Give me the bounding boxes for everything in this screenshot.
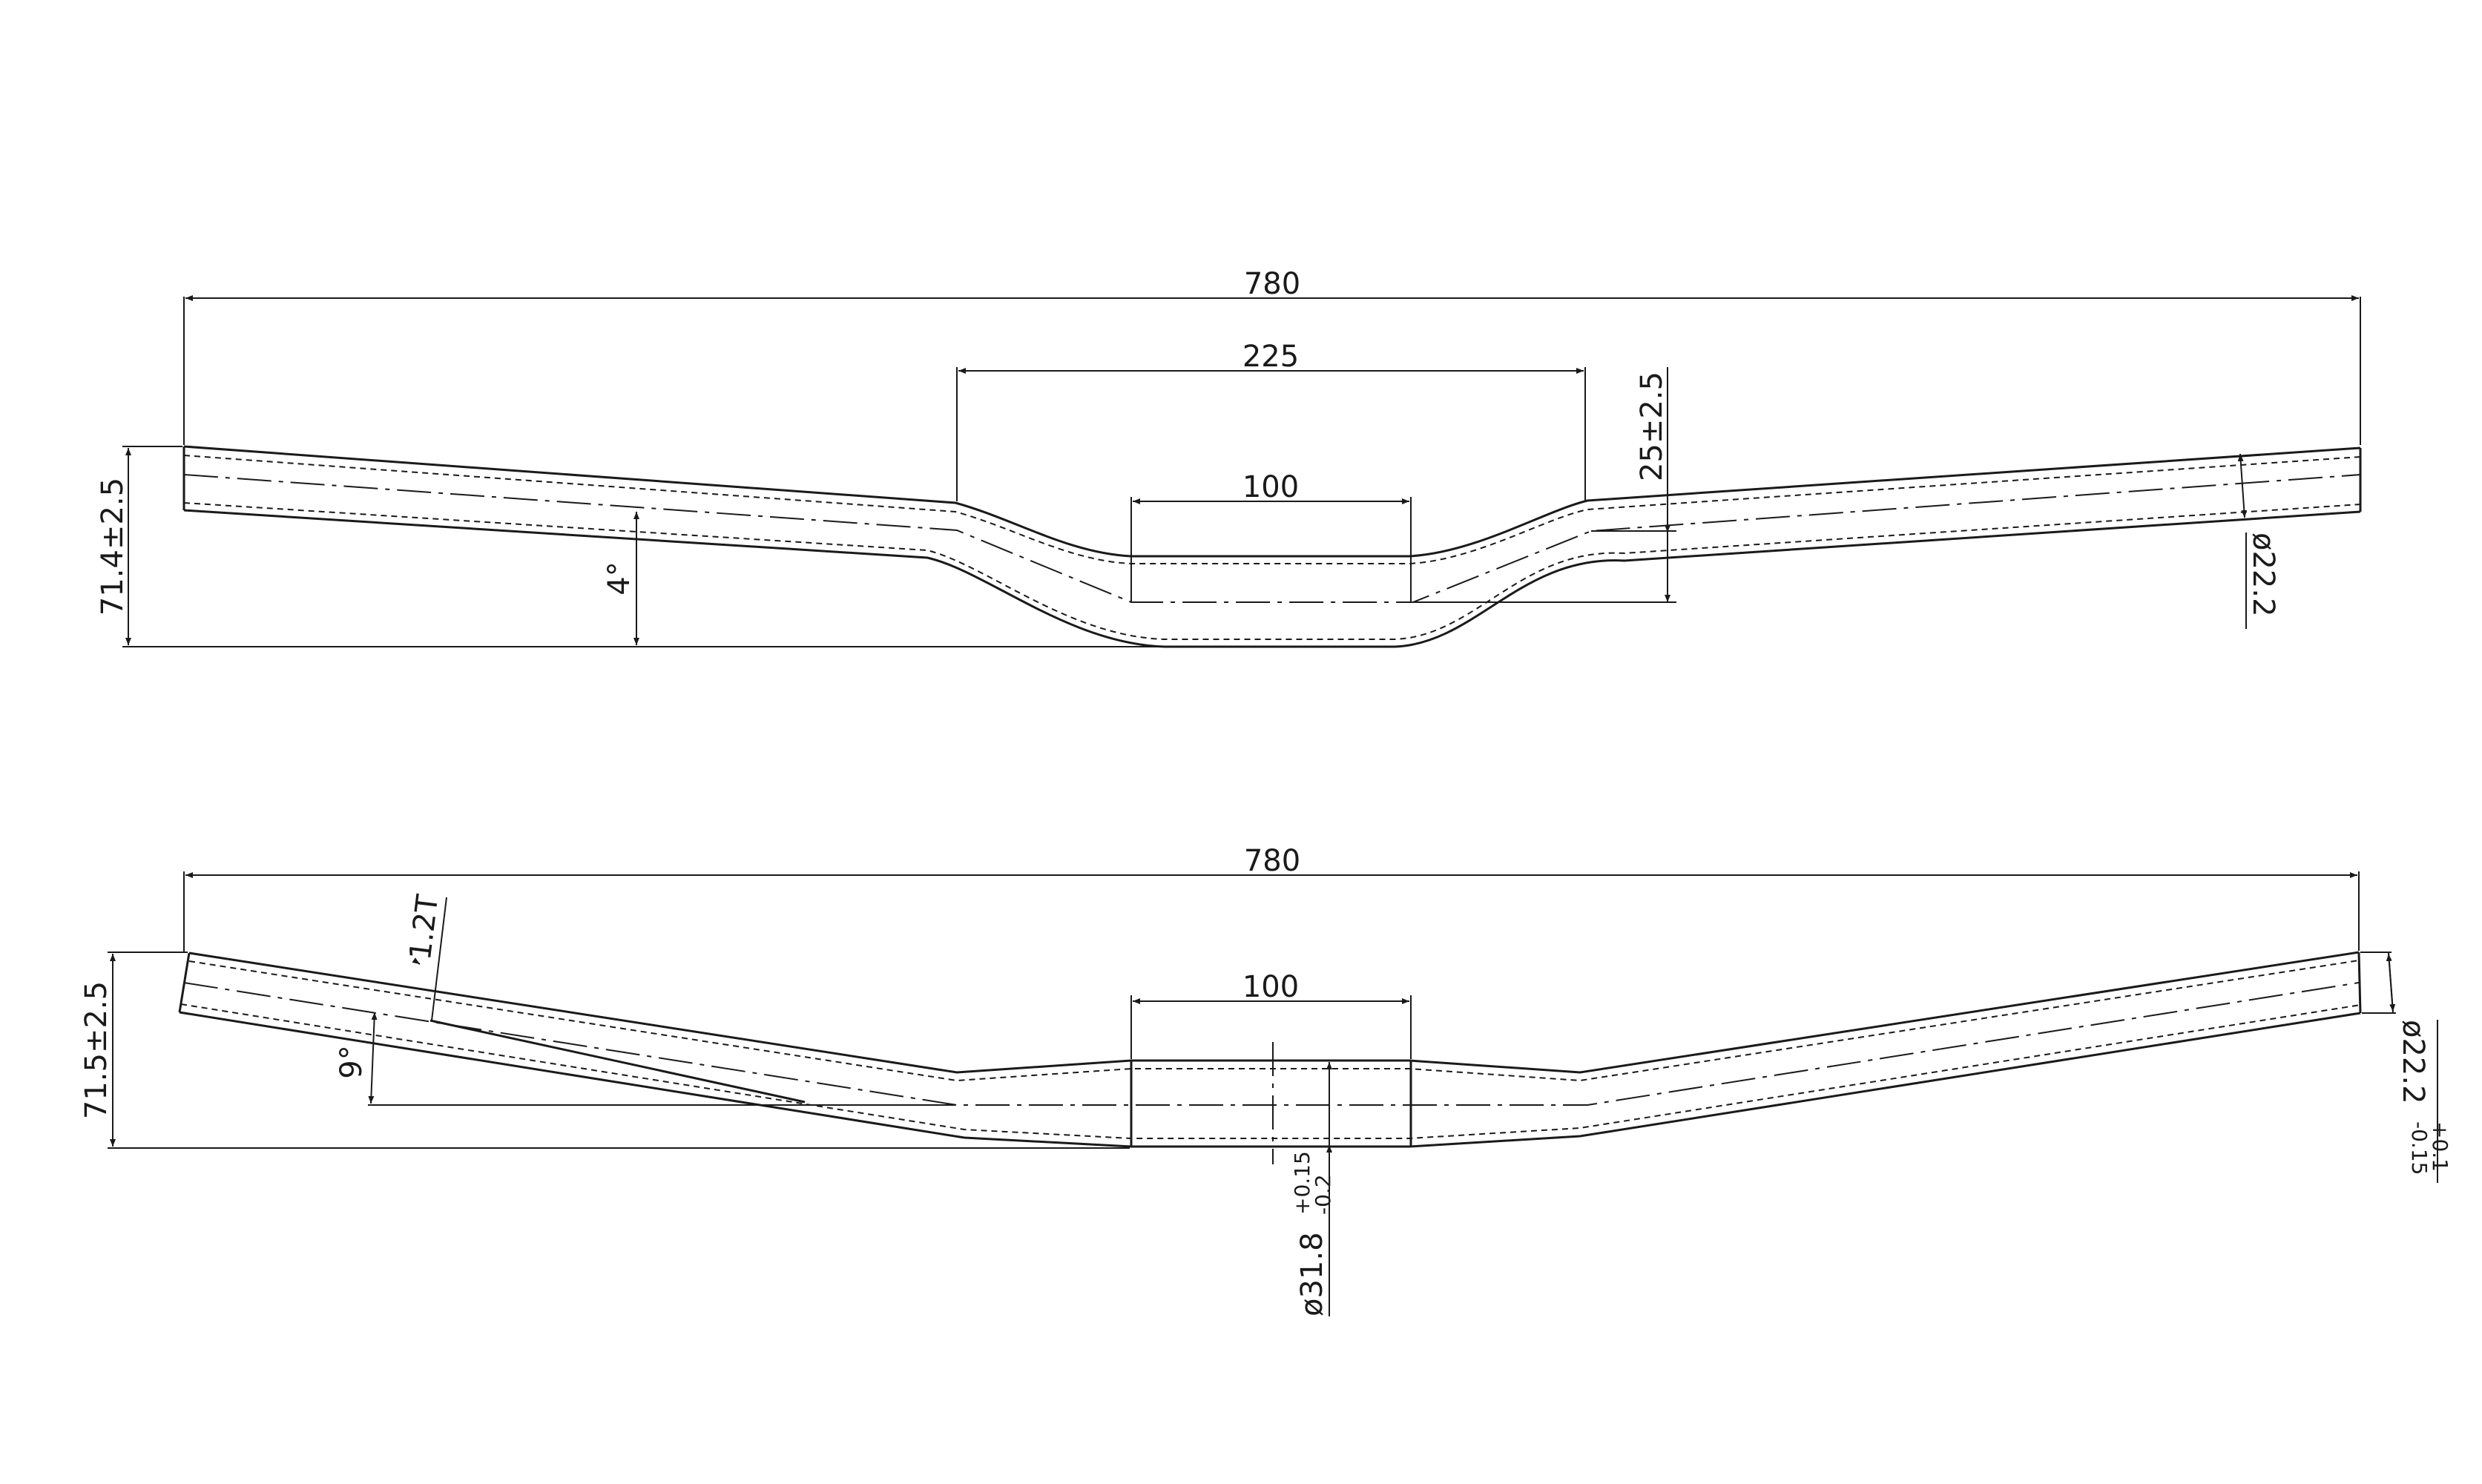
bottom-clamp-tol-upper: +0.15 bbox=[1290, 1151, 1314, 1215]
bottom-end-tol-lower: -0.15 bbox=[2407, 1121, 2432, 1175]
bottom-angle-dim: 9° bbox=[335, 1012, 955, 1106]
top-rise-dim: 25±2.5 bbox=[1413, 367, 1676, 603]
bottom-overall-width-label: 780 bbox=[1244, 844, 1300, 878]
top-overall-width-label: 780 bbox=[1244, 267, 1300, 301]
bottom-thickness-dim: 1.2T bbox=[404, 892, 447, 1021]
top-bar-outline bbox=[182, 445, 2362, 648]
top-height-label: 71.4±2.5 bbox=[96, 478, 130, 616]
top-angle-dim: 4° bbox=[602, 512, 639, 645]
top-overall-dim: 780 bbox=[183, 267, 2361, 445]
bottom-height-dim: 71.5±2.5 bbox=[79, 952, 1130, 1149]
bottom-end-diameter-dim: ø22.2 +0.1 -0.15 bbox=[2360, 952, 2452, 1183]
bottom-angle-label: 9° bbox=[335, 1045, 369, 1078]
bottom-view: 780 100 1.2T 71.5±2.5 9° bbox=[79, 844, 2452, 1316]
top-rise-span-dim: 225 bbox=[956, 340, 1586, 501]
bottom-height-label: 71.5±2.5 bbox=[79, 981, 113, 1119]
bottom-bar-outline bbox=[178, 951, 2362, 1148]
top-clamp-width-label: 100 bbox=[1242, 470, 1299, 504]
bottom-clamp-diameter-dim: ø31.8 +0.15 -0.2 bbox=[1290, 1062, 1335, 1316]
top-centerline bbox=[183, 474, 2361, 603]
bottom-thickness-label: 1.2T bbox=[404, 892, 445, 962]
bottom-overall-dim: 780 bbox=[183, 844, 2360, 952]
top-view: 780 225 100 25±2.5 71 bbox=[96, 267, 2362, 648]
top-height-dim: 71.4±2.5 bbox=[96, 446, 1165, 647]
top-rise-label: 25±2.5 bbox=[1635, 372, 1669, 481]
bottom-clamp-dim: 100 bbox=[1130, 970, 1412, 1059]
top-end-diameter-dim: ø22.2 bbox=[2237, 453, 2280, 629]
bottom-clamp-tol-lower: -0.2 bbox=[1311, 1174, 1335, 1215]
bottom-end-diameter-label: ø22.2 bbox=[2396, 1020, 2430, 1104]
top-rise-span-label: 225 bbox=[1242, 340, 1299, 374]
bottom-clamp-width-label: 100 bbox=[1242, 970, 1299, 1004]
top-end-diameter-label: ø22.2 bbox=[2246, 532, 2280, 617]
bottom-end-tol-upper: +0.1 bbox=[2428, 1121, 2452, 1172]
top-clamp-dim: 100 bbox=[1130, 470, 1412, 602]
top-angle-label: 4° bbox=[602, 561, 636, 595]
bottom-clamp-diameter-label: ø31.8 bbox=[1295, 1232, 1329, 1316]
